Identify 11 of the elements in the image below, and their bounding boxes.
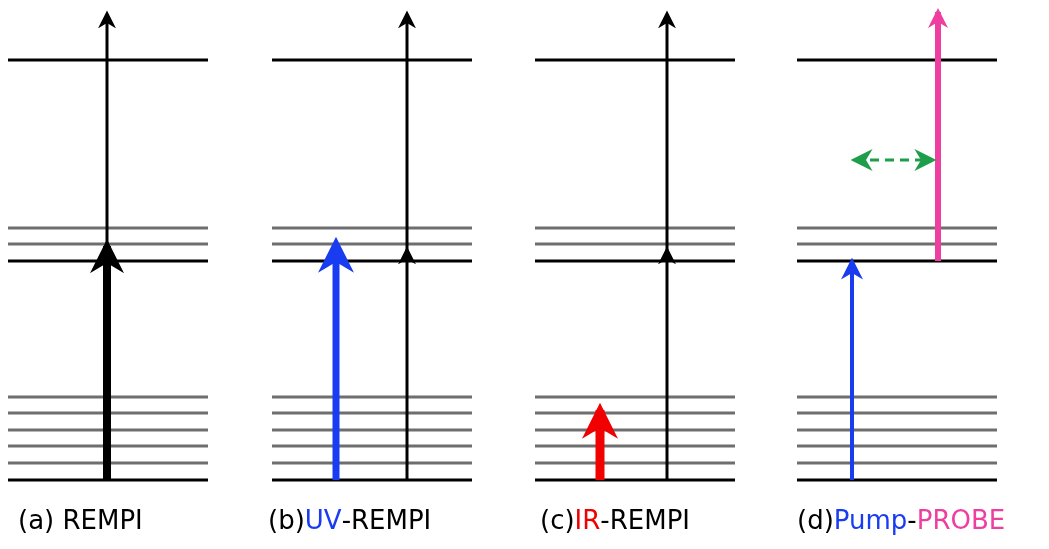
panel-caption: UV [304,505,342,535]
panel-caption: - [907,505,917,535]
panel-caption: (b) [268,505,305,535]
panel-caption: (d) [797,505,834,535]
panel-caption: Pump [833,505,908,535]
panel-caption: IR [574,505,601,535]
panel-caption: -REMPI [341,505,432,535]
panel-caption: -REMPI [600,505,690,535]
panel-caption: (c) [540,505,575,535]
panel-caption: PROBE [916,505,1006,535]
panel-caption: (a) REMPI [18,505,143,535]
